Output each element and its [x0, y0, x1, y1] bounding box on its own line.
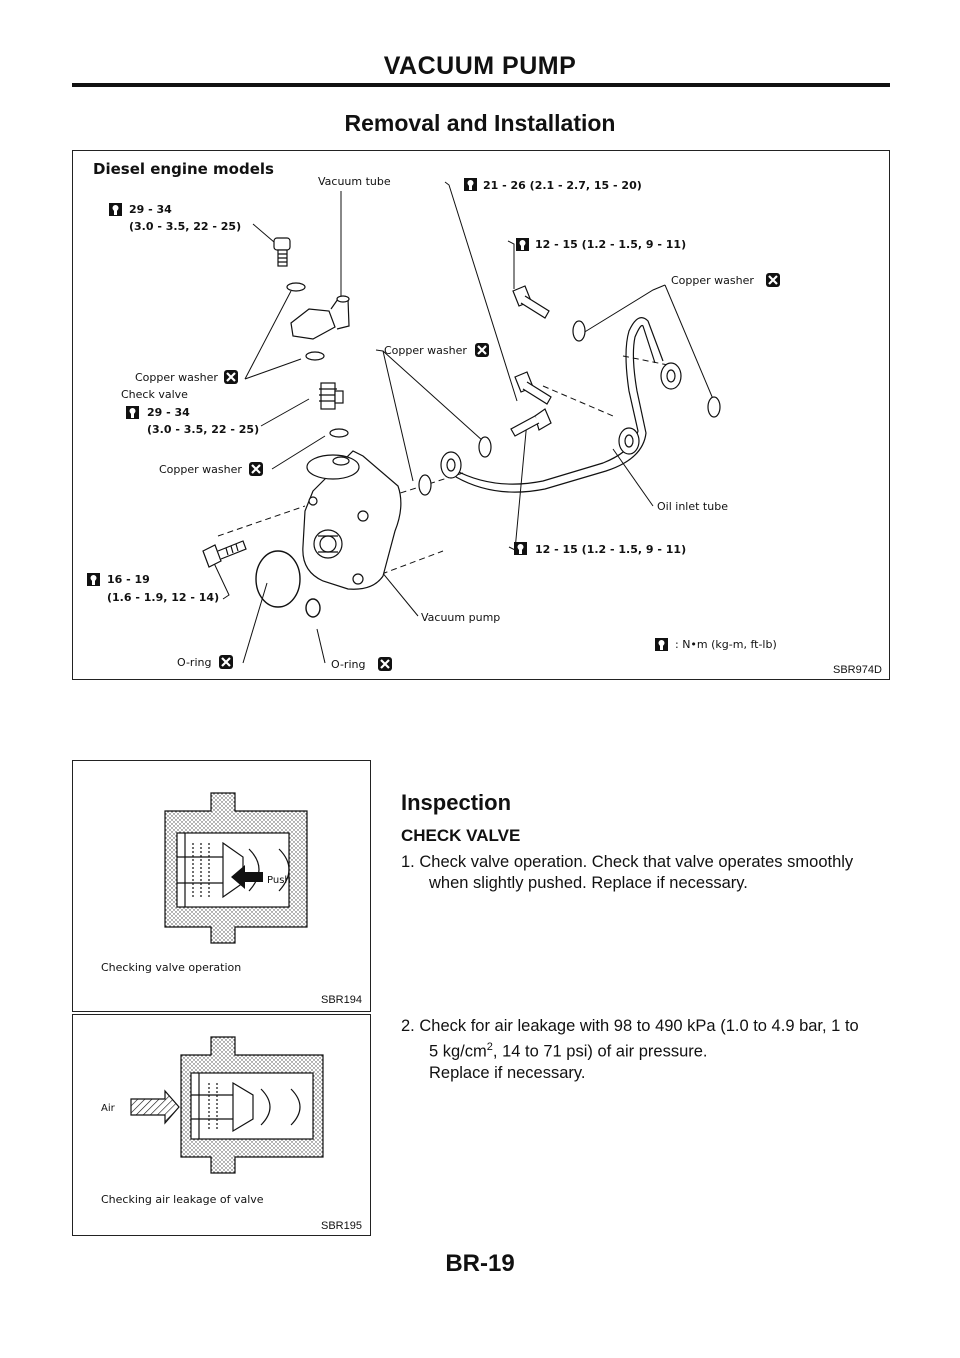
air-label: Air — [101, 1103, 116, 1114]
step-2-line-2b: , 14 to 71 psi) of air pressure. — [492, 1042, 708, 1061]
air-leakage-figure: Air Checking air leakage of valve SBR195 — [72, 1014, 371, 1236]
label-torque-check-valve-2: (3.0 - 3.5, 22 - 25) — [147, 423, 259, 436]
vacuum-pump-part — [302, 450, 402, 590]
check-valve-part — [319, 382, 344, 410]
label-torque-bottom-left-2: (1.6 - 1.9, 12 - 14) — [107, 591, 219, 604]
replace-part-icon — [217, 653, 235, 671]
torque-wrench-icon — [464, 178, 477, 191]
inspection-step-2: 2. Check for air leakage with 98 to 490 … — [401, 1016, 896, 1084]
label-vacuum-tube: Vacuum tube — [318, 175, 391, 188]
step-2-line-2: 5 kg/cm2, 14 to 71 psi) of air pressure. — [401, 1037, 896, 1063]
step-2-superscript: 2 — [486, 1041, 493, 1053]
push-arrow-icon — [231, 865, 263, 889]
push-label: Push — [267, 875, 291, 886]
figure-2-caption: Checking valve operation — [101, 961, 241, 974]
leader-lines — [212, 181, 714, 664]
replace-part-icon — [764, 271, 782, 289]
page-number: BR-19 — [445, 1250, 515, 1277]
step-2-line-2a: 5 kg/cm — [429, 1042, 487, 1061]
figure-heading: Diesel engine models — [93, 160, 274, 178]
label-torque-bottom-right: 12 - 15 (1.2 - 1.5, 9 - 11) — [535, 543, 686, 556]
step-1-line-2: when slightly pushed. Replace if necessa… — [429, 874, 748, 892]
replace-part-icon — [247, 460, 265, 478]
label-copper-washer-2: Copper washer — [384, 344, 467, 357]
replace-part-icon — [376, 655, 394, 673]
valve-body-section — [164, 792, 308, 944]
figure-3-caption: Checking air leakage of valve — [101, 1193, 264, 1206]
subsection-title-check-valve: CHECK VALVE — [401, 826, 521, 845]
page-header-title: VACUUM PUMP — [383, 52, 577, 80]
exploded-diagram-figure: Diesel engine models Vacuum tube 29 - 34… — [72, 150, 890, 680]
label-torque-check-valve: 29 - 34 — [147, 406, 190, 419]
label-copper-washer-3: Copper washer — [135, 371, 218, 384]
step-2-number: 2. — [401, 1017, 415, 1035]
o-rings — [255, 550, 321, 618]
banjo-bolt-top — [273, 237, 291, 267]
torque-wrench-icon — [109, 203, 122, 216]
inspection-step-1: 1. Check valve operation. Check that val… — [401, 852, 896, 894]
step-1-number: 1. — [401, 853, 415, 871]
section-title-removal: Removal and Installation — [344, 110, 616, 136]
step-2-line-3: Replace if necessary. — [429, 1063, 586, 1082]
valve-body-section — [180, 1036, 324, 1174]
label-o-ring-1: O-ring — [177, 656, 211, 669]
label-torque-top-right: 21 - 26 (2.1 - 2.7, 15 - 20) — [483, 179, 642, 192]
label-torque-mid-right: 12 - 15 (1.2 - 1.5, 9 - 11) — [535, 238, 686, 251]
label-unit-legend: : N•m (kg-m, ft-lb) — [675, 638, 777, 651]
label-copper-washer-1: Copper washer — [671, 274, 754, 287]
label-o-ring-2: O-ring — [331, 658, 365, 671]
label-copper-washer-4: Copper washer — [159, 463, 242, 476]
torque-wrench-icon — [655, 638, 668, 651]
torque-wrench-icon — [516, 238, 529, 251]
copper-washers — [286, 282, 721, 496]
torque-wrench-icon — [126, 406, 139, 419]
replace-part-icon — [222, 368, 240, 386]
torque-wrench-icon — [87, 573, 100, 586]
label-torque-top-left: 29 - 34 — [129, 203, 172, 216]
label-vacuum-pump: Vacuum pump — [421, 611, 500, 624]
section-title-inspection: Inspection — [401, 790, 512, 815]
valve-operation-figure: Push Checking valve operation SBR194 — [72, 760, 371, 1012]
figure-2-code: SBR194 — [321, 994, 362, 1006]
step-1-line-1: Check valve operation. Check that valve … — [419, 853, 854, 871]
label-check-valve: Check valve — [121, 388, 188, 401]
oil-inlet-tube-part — [440, 317, 682, 493]
air-arrow-icon — [130, 1089, 180, 1125]
vacuum-tube-fitting — [290, 295, 350, 340]
mounting-bolt — [202, 540, 247, 568]
label-oil-inlet-tube: Oil inlet tube — [657, 500, 728, 513]
figure-code: SBR974D — [833, 664, 882, 676]
label-torque-top-left-2: (3.0 - 3.5, 22 - 25) — [129, 220, 241, 233]
step-2-line-1: Check for air leakage with 98 to 490 kPa… — [419, 1017, 859, 1035]
header-rule — [72, 83, 890, 87]
replace-part-icon — [473, 341, 491, 359]
figure-3-code: SBR195 — [321, 1220, 362, 1232]
label-torque-bottom-left: 16 - 19 — [107, 573, 150, 586]
banjo-bolts-right — [510, 285, 552, 437]
